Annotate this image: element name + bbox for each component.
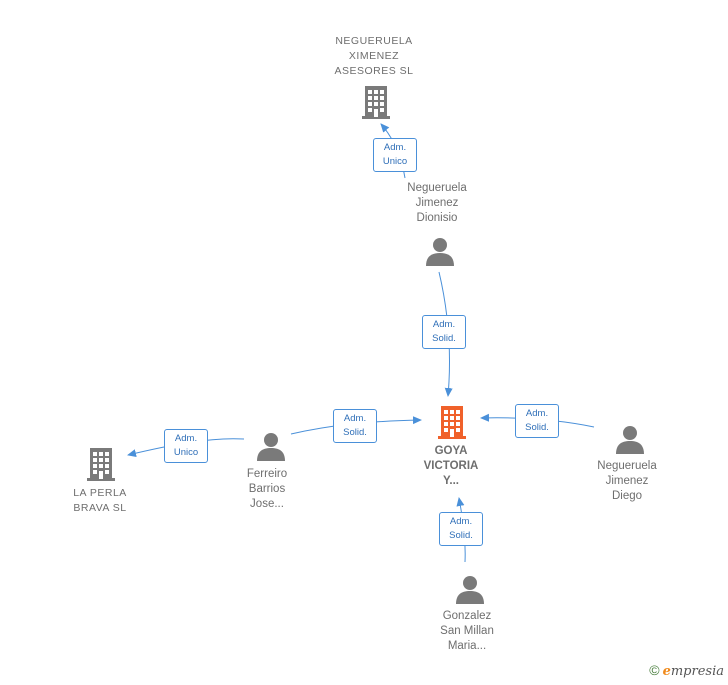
edge-label-adm-solid: Adm. Solid. <box>422 315 466 349</box>
edge-label-adm-unico: Adm. Unico <box>164 429 208 463</box>
node-label-dionisio[interactable]: Negueruela Jimenez Dionisio <box>407 182 467 224</box>
person-icon[interactable] <box>256 431 286 466</box>
building-icon[interactable] <box>85 446 117 487</box>
person-icon[interactable] <box>425 236 455 271</box>
brand-name: mpresia <box>670 664 724 679</box>
person-icon[interactable] <box>455 574 485 609</box>
edge-label-adm-unico: Adm. Unico <box>373 138 417 172</box>
building-icon[interactable] <box>436 404 468 445</box>
node-label-diego[interactable]: Negueruela Jimenez Diego <box>597 460 657 502</box>
copyright-icon: © <box>649 662 660 678</box>
node-label-goya[interactable]: GOYA VICTORIA Y... <box>423 445 479 487</box>
edge-label-adm-solid: Adm. Solid. <box>333 409 377 443</box>
node-label-la-perla[interactable]: LA PERLA BRAVA SL <box>73 487 127 514</box>
person-icon[interactable] <box>615 424 645 459</box>
building-icon[interactable] <box>360 84 392 125</box>
empresia-logo[interactable]: ©empresia <box>649 662 724 679</box>
node-label-ferreiro[interactable]: Ferreiro Barrios Jose... <box>246 468 288 510</box>
edge-label-adm-solid: Adm. Solid. <box>439 512 483 546</box>
node-label-gonzalez[interactable]: Gonzalez San Millan Maria... <box>440 610 494 652</box>
brand-e: e <box>662 664 671 679</box>
edge-label-adm-solid: Adm. Solid. <box>515 404 559 438</box>
node-label-negueruela-ximenez[interactable]: NEGUERUELA XIMENEZ ASESORES SL <box>334 35 414 77</box>
